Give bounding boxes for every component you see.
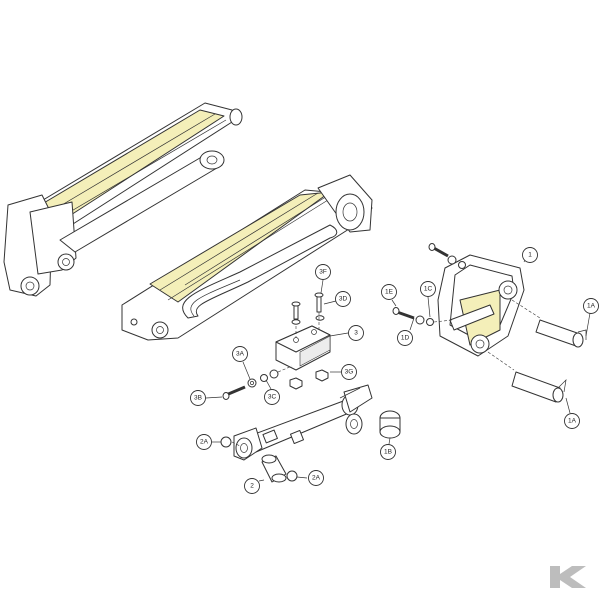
svg-text:3F: 3F <box>319 269 327 276</box>
svg-text:1A: 1A <box>568 418 577 425</box>
svg-text:3D: 3D <box>339 296 348 303</box>
callout-3g: 3G <box>341 364 357 380</box>
fasteners-3abc <box>222 365 293 400</box>
hydraulic-cylinder <box>233 384 401 461</box>
svg-text:3B: 3B <box>194 395 202 402</box>
svg-text:3A: 3A <box>236 351 245 358</box>
svg-text:3: 3 <box>354 330 358 337</box>
pin-2-and-rings <box>220 436 298 483</box>
callout-1a-top: 1A <box>583 298 599 314</box>
callout-1d: 1D <box>397 330 413 346</box>
svg-text:2A: 2A <box>312 475 321 482</box>
kramp-k-logo-icon <box>550 566 586 588</box>
callout-2a-left: 2A <box>196 434 212 450</box>
svg-text:1D: 1D <box>401 335 410 342</box>
callout-3b: 3B <box>190 390 206 406</box>
svg-text:1A: 1A <box>587 303 596 310</box>
svg-text:3C: 3C <box>268 394 277 401</box>
callout-2: 2 <box>244 478 260 494</box>
lower-loader-arm <box>121 174 373 341</box>
callout-3d: 3D <box>335 291 351 307</box>
svg-text:1B: 1B <box>384 449 392 456</box>
callout-3f: 3F <box>315 264 331 280</box>
svg-text:2A: 2A <box>200 439 209 446</box>
svg-text:1C: 1C <box>424 286 433 293</box>
svg-text:1E: 1E <box>385 289 394 296</box>
callout-3: 3 <box>348 325 364 341</box>
callout-1b: 1B <box>380 444 396 460</box>
callout-1: 1 <box>522 247 538 263</box>
svg-text:1: 1 <box>528 252 532 259</box>
bracket-part-1 <box>392 243 587 403</box>
svg-text:3G: 3G <box>345 369 354 376</box>
bracket-part-3 <box>275 292 331 390</box>
callout-3a: 3A <box>232 346 248 362</box>
callout-2a-right: 2A <box>308 470 324 486</box>
callout-1a-bottom: 1A <box>564 413 580 429</box>
logo-mark <box>550 566 586 588</box>
callout-3c: 3C <box>264 389 280 405</box>
callout-1c: 1C <box>420 281 436 297</box>
upper-loader-arm <box>3 102 243 297</box>
callout-1e: 1E <box>381 284 397 300</box>
svg-text:2: 2 <box>250 483 254 490</box>
